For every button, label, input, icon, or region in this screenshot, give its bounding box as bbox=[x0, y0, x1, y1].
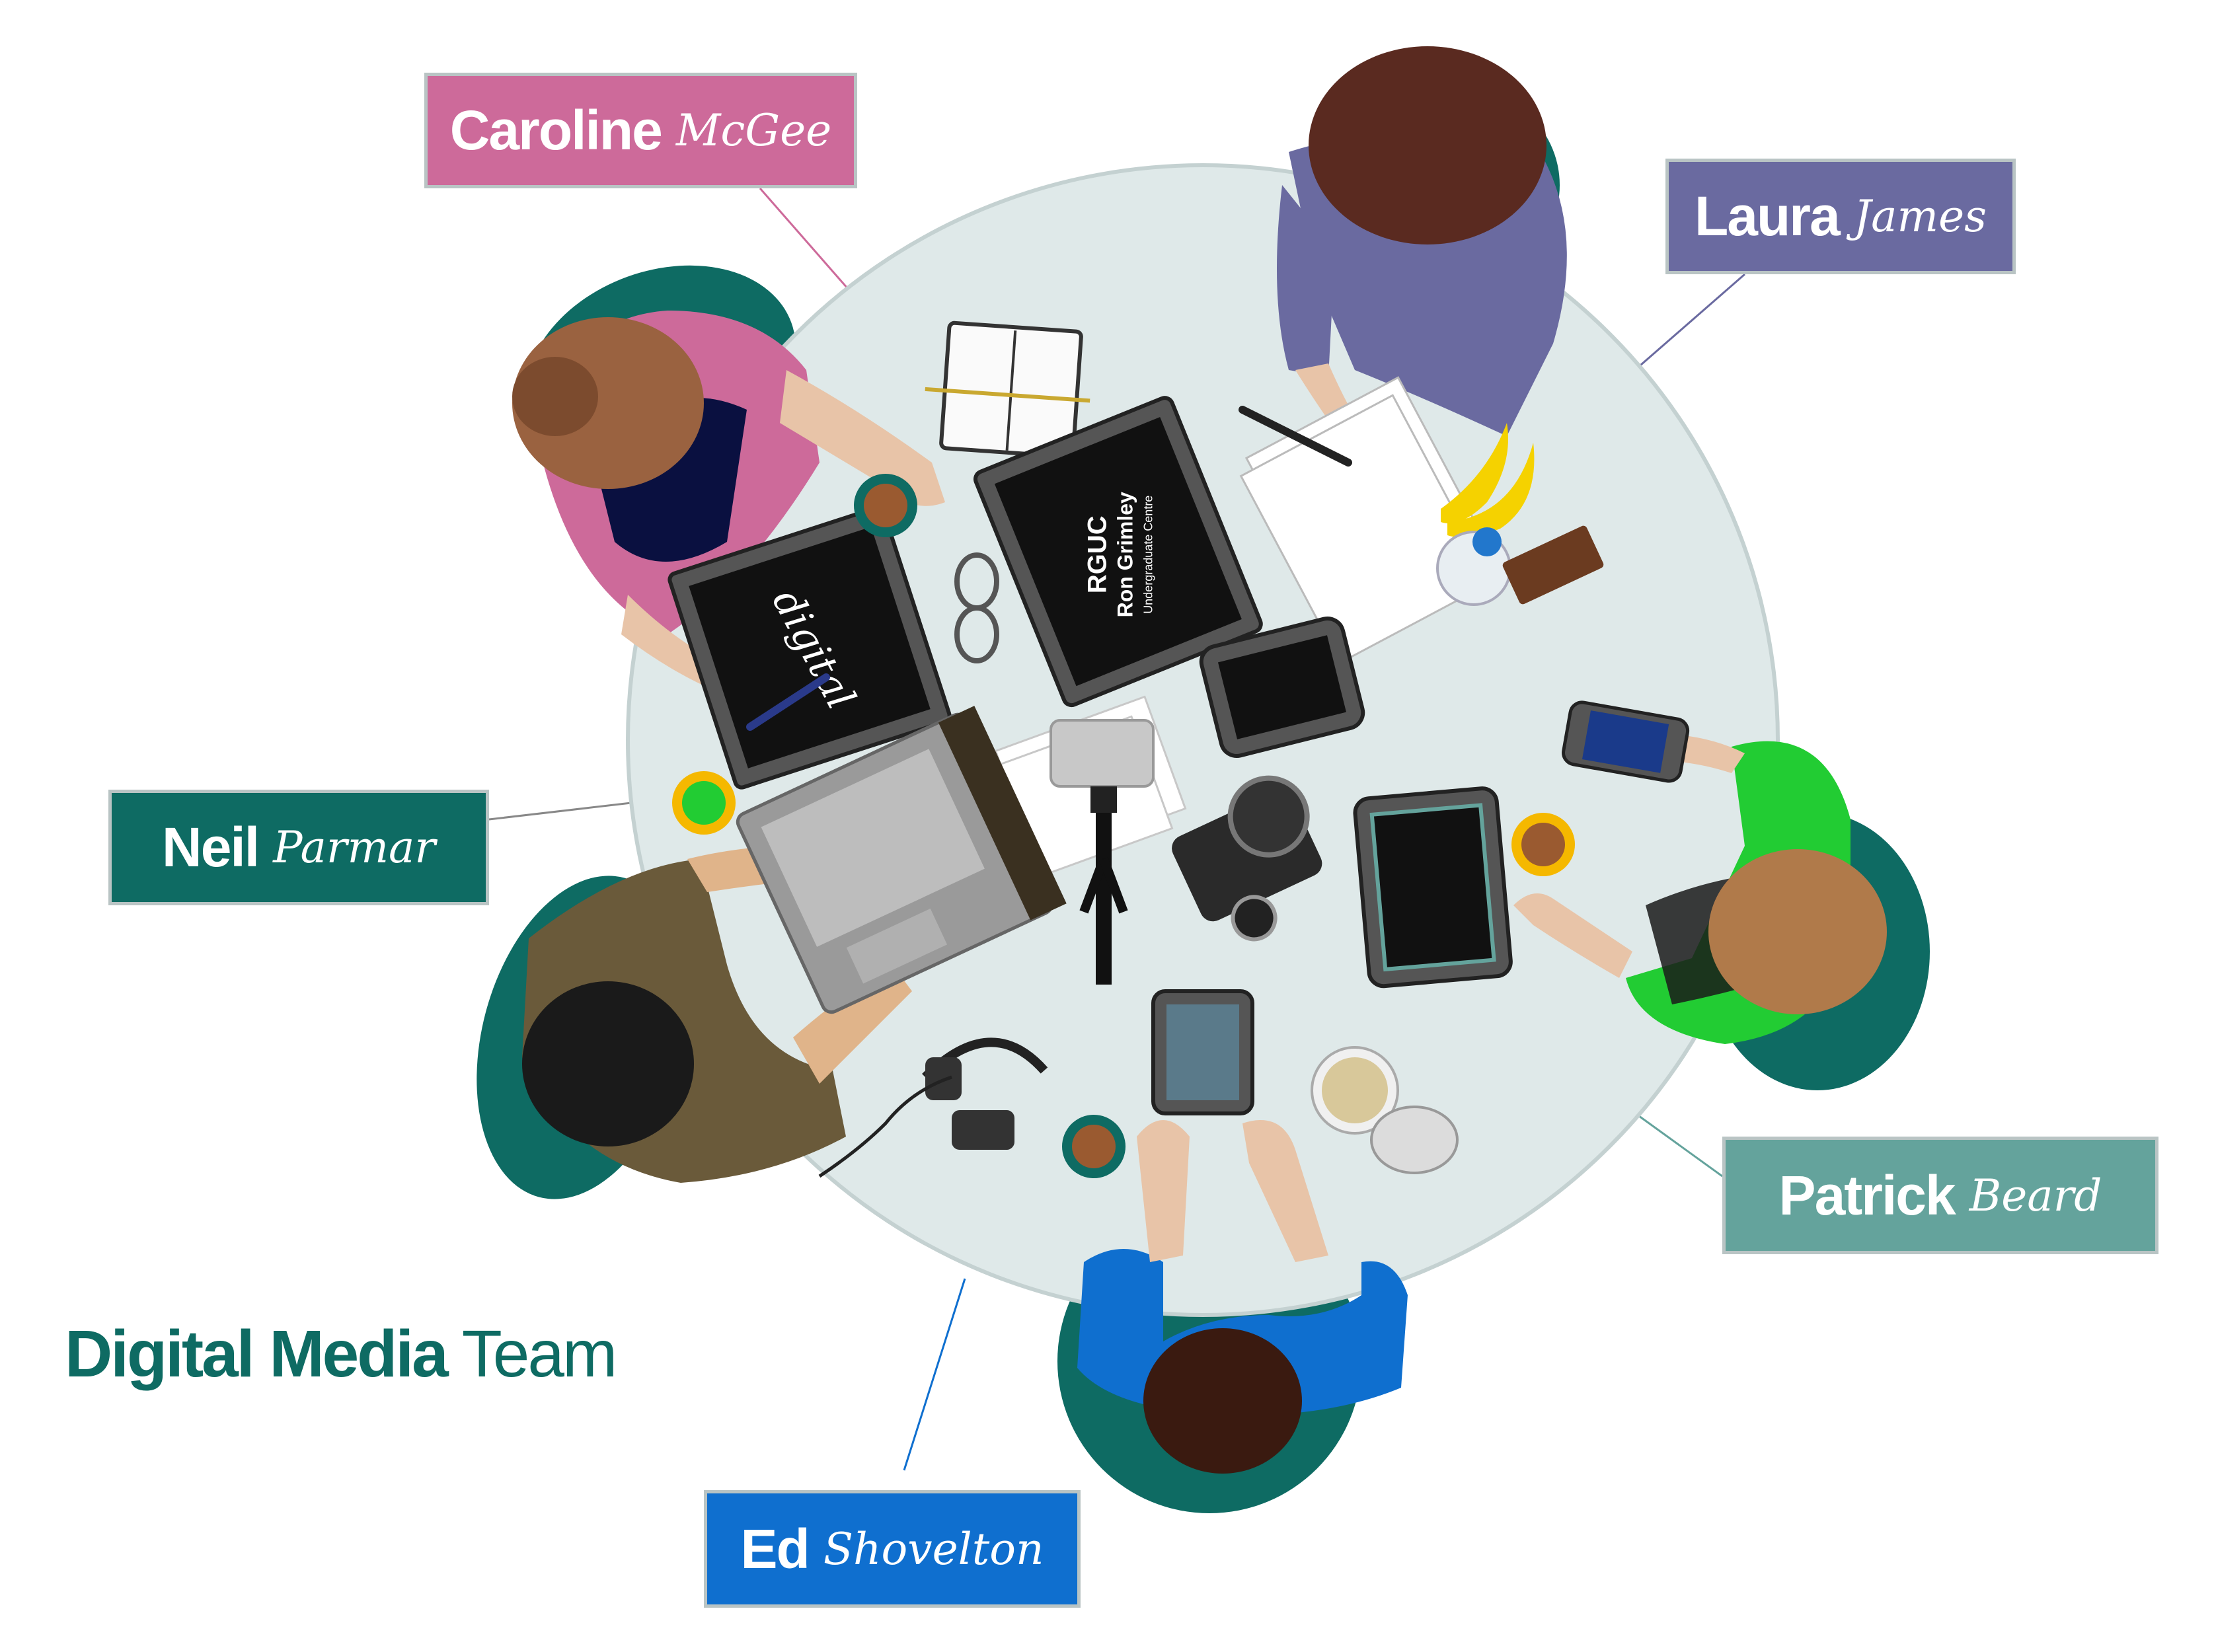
sketch-tablet: digital bbox=[668, 506, 952, 790]
laptop-neil bbox=[736, 706, 1067, 1014]
tripod-phone bbox=[1050, 719, 1155, 985]
notebook bbox=[925, 320, 1090, 459]
glasses bbox=[954, 552, 999, 663]
first-name: Patrick bbox=[1778, 1164, 1956, 1226]
last-name: Beard bbox=[1969, 1170, 2102, 1221]
last-name: Shovelton bbox=[823, 1523, 1044, 1575]
headphones bbox=[818, 1037, 1048, 1178]
team-title: Digital Media Team bbox=[65, 1316, 618, 1392]
name-label-caroline: Caroline McGee bbox=[424, 73, 857, 188]
stylus bbox=[746, 673, 830, 731]
last-name: McGee bbox=[675, 105, 832, 156]
laptop-rgu-logo: RGUC bbox=[1083, 515, 1112, 593]
desk-items: digital RGUC Ron Grimley Undergraduate C… bbox=[668, 320, 1690, 1178]
person-ed bbox=[1077, 1120, 1408, 1474]
tablet-ed bbox=[1151, 989, 1254, 1115]
person-caroline bbox=[512, 311, 945, 714]
name-label-patrick: Patrick Beard bbox=[1722, 1137, 2158, 1254]
first-name: Laura bbox=[1694, 185, 1841, 247]
tablet-patrick bbox=[1353, 786, 1513, 989]
camera bbox=[1172, 775, 1322, 942]
lid bbox=[1370, 1106, 1459, 1174]
first-name: Neil bbox=[162, 816, 260, 878]
bananas bbox=[1441, 423, 1535, 538]
name-label-neil: Neil Parmar bbox=[108, 790, 489, 905]
pen-laura bbox=[1239, 406, 1352, 467]
laptop-rgu: RGUC Ron Grimley Undergraduate Centre bbox=[973, 396, 1263, 708]
chocolate-bar bbox=[1502, 525, 1604, 605]
small-tablet bbox=[1199, 617, 1365, 758]
person-neil bbox=[522, 844, 912, 1183]
team-title-light: Team bbox=[461, 1317, 618, 1391]
phone-patrick bbox=[1562, 700, 1690, 783]
laptop-rgu-sub: Undergraduate Centre bbox=[1142, 496, 1155, 614]
first-name: Caroline bbox=[449, 99, 663, 161]
person-patrick bbox=[1513, 733, 1887, 1044]
name-label-laura: Laura James bbox=[1665, 159, 2016, 274]
last-name: Parmar bbox=[273, 822, 436, 873]
first-name: Ed bbox=[740, 1517, 810, 1580]
laptop-rgu-name: Ron Grimley bbox=[1114, 492, 1137, 617]
last-name: James bbox=[1853, 191, 1987, 242]
name-label-ed: Ed Shovelton bbox=[704, 1490, 1081, 1608]
team-title-bold: Digital Media bbox=[65, 1317, 449, 1391]
